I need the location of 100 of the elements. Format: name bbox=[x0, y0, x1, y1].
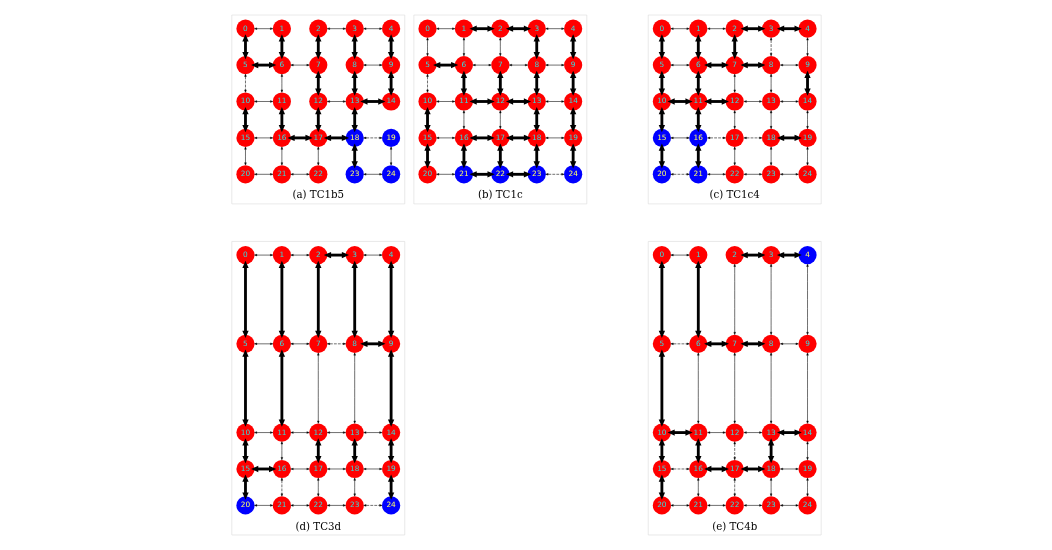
arrow bbox=[253, 254, 273, 257]
arrow bbox=[326, 467, 346, 471]
arrow bbox=[779, 467, 798, 471]
arrow bbox=[462, 37, 465, 57]
arrow bbox=[243, 146, 247, 166]
arrow bbox=[779, 100, 798, 103]
arrow bbox=[706, 173, 726, 176]
arrow bbox=[545, 27, 564, 30]
arrow bbox=[435, 173, 455, 176]
arrow bbox=[743, 136, 762, 139]
arrow bbox=[435, 27, 455, 30]
arrow bbox=[253, 136, 273, 139]
arrow bbox=[363, 27, 382, 30]
arrow bbox=[670, 254, 689, 257]
arrow bbox=[658, 349, 665, 427]
arrow bbox=[545, 100, 564, 103]
arrow bbox=[779, 64, 798, 67]
arrow bbox=[353, 477, 356, 497]
arrow bbox=[733, 73, 736, 93]
arrow bbox=[326, 27, 346, 30]
arrow bbox=[696, 477, 699, 497]
arrow bbox=[472, 64, 491, 67]
arrow bbox=[316, 477, 319, 497]
arrow bbox=[387, 260, 394, 339]
arrow bbox=[733, 441, 736, 460]
arrow bbox=[743, 504, 762, 507]
arrow bbox=[280, 73, 283, 93]
arrow bbox=[805, 146, 809, 166]
arrow bbox=[743, 431, 762, 434]
arrow bbox=[326, 342, 346, 345]
arrow bbox=[316, 146, 319, 166]
arrow bbox=[545, 173, 564, 176]
arrow bbox=[253, 100, 273, 103]
arrow bbox=[425, 73, 429, 93]
arrow bbox=[290, 173, 309, 176]
arrow bbox=[706, 431, 726, 434]
arrow bbox=[290, 504, 309, 507]
arrow bbox=[280, 146, 283, 166]
arrow bbox=[363, 173, 382, 176]
arrow bbox=[769, 73, 772, 93]
arrow bbox=[363, 504, 382, 507]
arrow bbox=[389, 146, 392, 166]
arrow bbox=[363, 431, 382, 434]
arrow bbox=[743, 100, 762, 103]
arrow bbox=[670, 342, 689, 345]
arrow bbox=[769, 146, 772, 166]
arrow bbox=[363, 64, 382, 67]
arrow bbox=[658, 260, 665, 339]
arrow bbox=[545, 136, 564, 139]
arrow bbox=[670, 467, 689, 471]
arrow bbox=[363, 136, 382, 139]
arrow bbox=[253, 504, 273, 507]
arrow bbox=[694, 260, 701, 339]
arrow bbox=[733, 146, 736, 166]
arrow bbox=[253, 27, 273, 30]
arrow bbox=[290, 467, 309, 471]
arrow bbox=[696, 352, 699, 424]
arrow bbox=[733, 352, 736, 424]
arrow bbox=[314, 260, 321, 339]
arrow bbox=[280, 441, 283, 460]
arrow bbox=[769, 37, 772, 57]
arrow bbox=[769, 263, 772, 335]
arrow bbox=[805, 477, 809, 497]
arrow bbox=[769, 477, 772, 497]
arrow bbox=[316, 352, 319, 424]
arrow bbox=[363, 467, 382, 471]
arrow bbox=[326, 504, 346, 507]
arrow bbox=[351, 260, 358, 339]
arrow bbox=[706, 136, 726, 139]
arrow bbox=[290, 342, 309, 345]
arrow bbox=[253, 431, 273, 434]
arrow bbox=[670, 173, 689, 176]
arrow bbox=[769, 352, 772, 424]
arrow bbox=[290, 64, 309, 67]
arrow bbox=[779, 342, 798, 345]
arrow bbox=[733, 110, 736, 129]
arrow bbox=[733, 263, 736, 335]
arrow bbox=[769, 110, 772, 129]
arrow bbox=[508, 64, 528, 67]
arrow bbox=[278, 260, 285, 339]
arrow bbox=[326, 100, 346, 103]
arrow bbox=[779, 173, 798, 176]
arrow bbox=[670, 136, 689, 139]
arrow bbox=[290, 254, 309, 257]
arrow bbox=[280, 477, 283, 497]
arrow bbox=[387, 349, 394, 427]
arrow bbox=[545, 64, 564, 67]
arrow bbox=[363, 254, 382, 257]
arrow bbox=[253, 173, 273, 176]
arrow bbox=[706, 504, 726, 507]
arrow bbox=[670, 27, 689, 30]
arrow bbox=[253, 342, 273, 345]
arrow bbox=[435, 100, 455, 103]
arrow bbox=[278, 349, 285, 427]
arrow bbox=[243, 73, 247, 93]
arrow bbox=[743, 173, 762, 176]
arrow bbox=[805, 37, 809, 57]
arrow bbox=[326, 431, 346, 434]
arrow bbox=[805, 441, 809, 460]
arrow bbox=[805, 263, 809, 335]
